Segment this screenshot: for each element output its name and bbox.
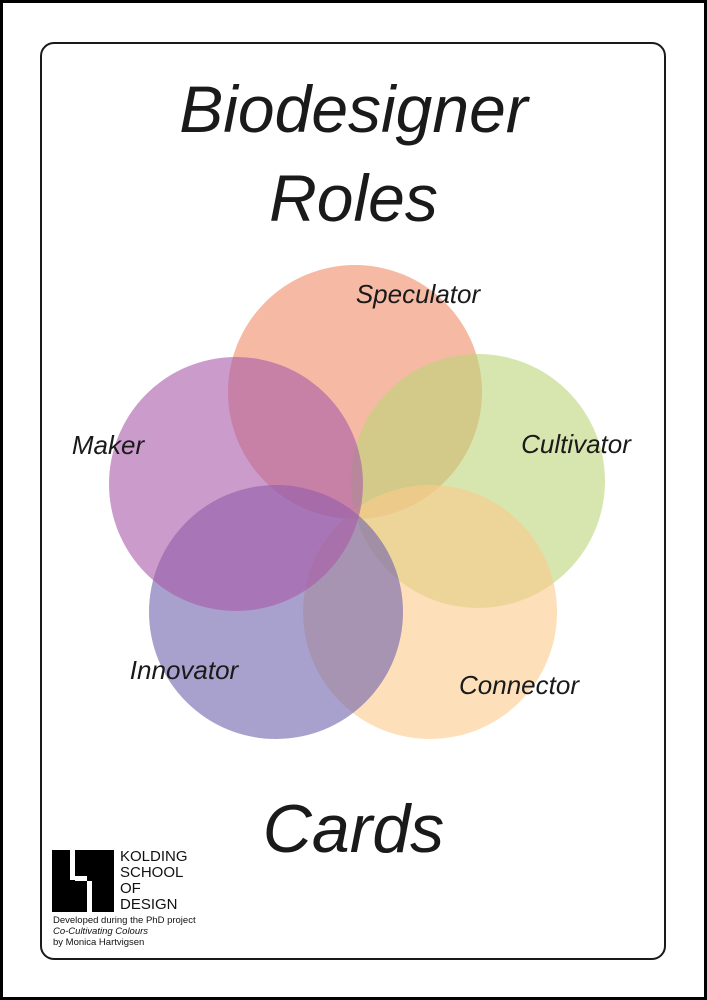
label-speculator: Speculator [356, 279, 482, 309]
logo-line: KOLDING [120, 848, 188, 865]
credits-line: Developed during the PhD project [53, 915, 196, 926]
logo-text: KOLDING SCHOOL OF DESIGN [120, 849, 188, 913]
logo-line: DESIGN [120, 896, 178, 913]
circle-maker [109, 357, 363, 611]
logo-line: SCHOOL [120, 864, 184, 881]
kolding-logo-icon [52, 850, 114, 912]
label-maker: Maker [72, 430, 146, 460]
credits: Developed during the PhD project Co-Cult… [53, 915, 196, 948]
logo-line: OF [120, 880, 141, 897]
title-line-2: Roles [269, 161, 438, 235]
venn-circles [109, 265, 605, 739]
label-connector: Connector [459, 670, 580, 700]
project-name: Co-Cultivating Colours [53, 926, 149, 937]
cards-title: Cards [262, 791, 445, 867]
label-cultivator: Cultivator [521, 429, 632, 459]
label-innovator: Innovator [130, 655, 240, 685]
card-border [40, 42, 666, 960]
credits-author: by Monica Hartvigsen [53, 937, 145, 948]
title-line-1: Biodesigner [179, 72, 528, 146]
